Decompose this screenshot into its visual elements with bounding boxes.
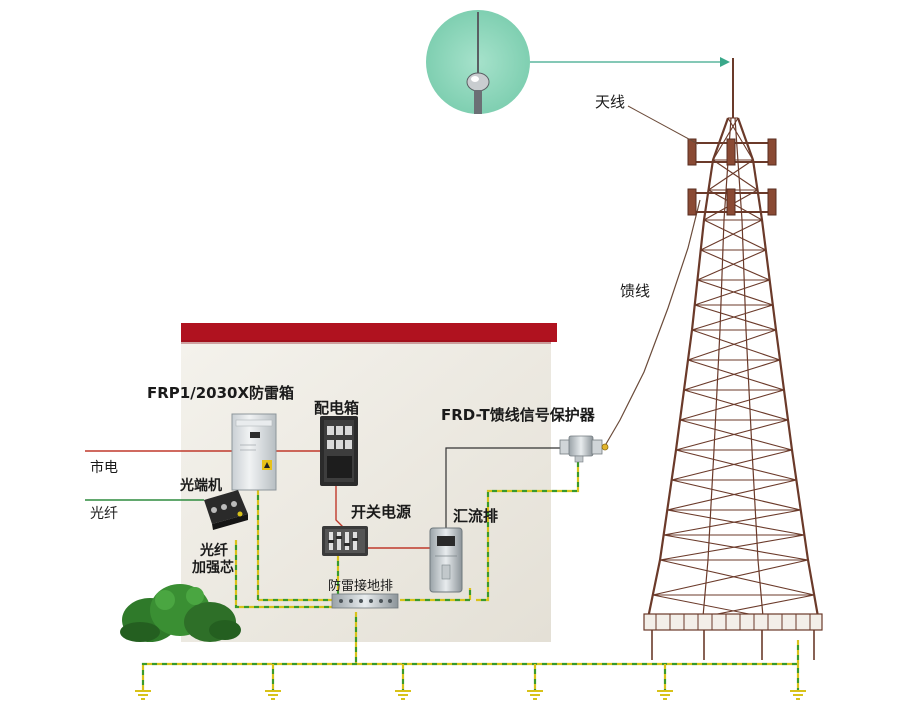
- label-switch-power: 开关电源: [351, 503, 412, 521]
- room-roof: [181, 323, 557, 342]
- lightning-rod-inset: [426, 10, 730, 114]
- distribution-box: [320, 416, 358, 486]
- busbar-cabinet: [429, 527, 463, 593]
- ground-icon: [790, 690, 806, 700]
- ground-icon: [395, 690, 411, 700]
- ground-icon: [657, 690, 673, 700]
- arrow-right-icon: [720, 57, 730, 67]
- label-lightning-box: FRP1/2030X防雷箱: [147, 384, 295, 402]
- lightning-protection-box: [231, 413, 277, 491]
- label-busbar: 汇流排: [453, 507, 499, 525]
- switch-power-unit: [322, 526, 368, 556]
- label-fiber: 光纤: [90, 506, 118, 522]
- label-optical-terminal: 光端机: [180, 478, 222, 494]
- feeder-cable: [605, 199, 701, 445]
- ground-icon: [135, 690, 151, 700]
- label-mains: 市电: [90, 460, 118, 476]
- main-ground-line: [135, 640, 806, 700]
- ground-icon: [527, 690, 543, 700]
- label-fiber-core-1: 光纤: [200, 543, 228, 559]
- ground-icon: [265, 690, 281, 700]
- label-distribution-box: 配电箱: [314, 399, 360, 417]
- label-feeder: 馈线: [620, 282, 651, 300]
- label-feeder-protector: FRD-T馈线信号保护器: [441, 406, 595, 424]
- ground-electrode-icons: [135, 690, 806, 700]
- ground-wires: [234, 456, 580, 664]
- antenna-pointer-line: [627, 105, 699, 145]
- feeder-signal-protector: [559, 435, 609, 463]
- label-fiber-core-2: 加强芯: [192, 560, 234, 576]
- ground-bar: [331, 593, 399, 609]
- label-ground-bar: 防雷接地排: [328, 579, 394, 594]
- optical-terminal: [204, 490, 248, 530]
- shrub-decoration: [120, 584, 241, 642]
- label-antenna: 天线: [595, 93, 626, 111]
- communication-tower: [643, 58, 823, 660]
